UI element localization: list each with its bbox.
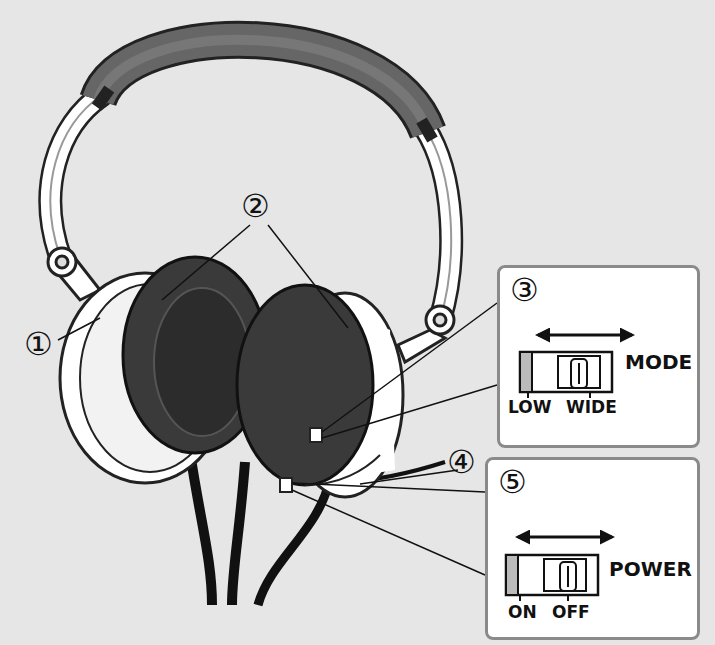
inset-panel bbox=[485, 457, 700, 640]
switch-position: ON bbox=[508, 604, 537, 621]
leader-line bbox=[58, 225, 497, 575]
callout-number: ⑤ bbox=[498, 466, 527, 498]
switch-position: OFF bbox=[552, 604, 590, 621]
switch-name: MODE bbox=[625, 352, 692, 372]
callout-number: ③ bbox=[510, 274, 539, 306]
switch-position: LOW bbox=[508, 399, 551, 416]
inset-panel: ⑤ POWER ON OFF bbox=[485, 457, 700, 640]
switch-position: WIDE bbox=[566, 399, 617, 416]
callout-number: ② bbox=[241, 190, 270, 222]
left-earcup bbox=[60, 257, 267, 483]
switch-name: POWER bbox=[609, 559, 692, 579]
callout-number: ④ bbox=[447, 446, 476, 478]
slide-switch bbox=[520, 335, 632, 398]
inset-panel: ③ MODE LOW WIDE bbox=[497, 265, 700, 448]
callout-number: ① bbox=[24, 328, 53, 360]
power-switch bbox=[280, 478, 292, 492]
headband bbox=[92, 40, 438, 143]
mode-switch bbox=[310, 428, 322, 442]
slide-switch bbox=[506, 537, 612, 601]
inset-panel bbox=[497, 265, 700, 448]
